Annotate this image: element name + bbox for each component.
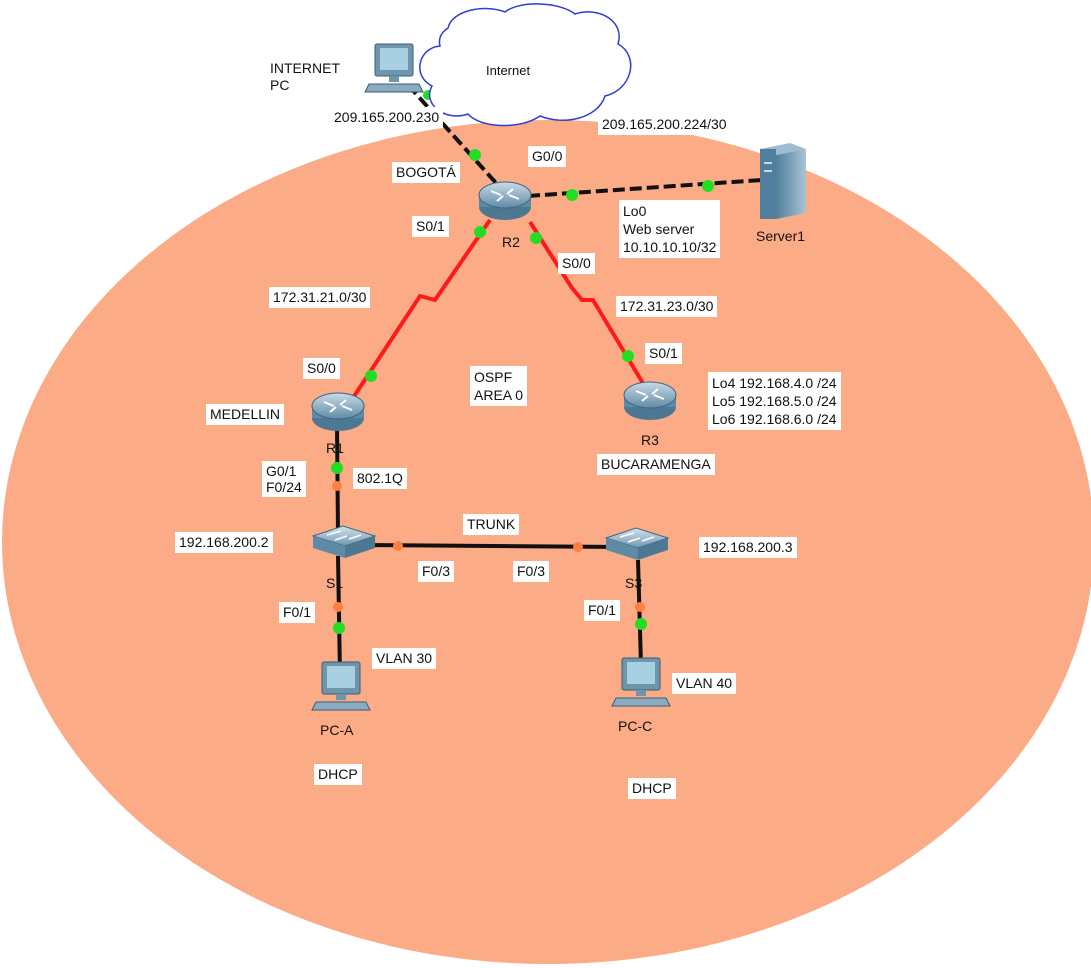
port-indicator (573, 542, 583, 552)
port-indicator (365, 370, 377, 382)
s1-f03-label: F0/3 (418, 561, 455, 582)
pc-icon (611, 657, 671, 707)
ospf-area-region (2, 120, 1091, 964)
s1-label: S1 (326, 575, 344, 591)
internet-pc-ip-label: 209.165.200.230 (330, 107, 444, 128)
port-indicator (332, 481, 342, 491)
port-indicator (622, 350, 634, 362)
s3-f01-label: F0/1 (584, 600, 621, 621)
bucaramenga-label: BUCARAMENGA (597, 454, 715, 475)
port-indicators (331, 90, 714, 634)
pc-a-label: PC-A (320, 722, 354, 738)
s3-ip-label: 192.168.200.3 (699, 537, 797, 558)
medellin-label: MEDELLIN (206, 404, 285, 425)
dot1q-label: 802.1Q (353, 468, 407, 489)
vlan40-label: VLAN 40 (672, 673, 737, 694)
router-icon (311, 392, 365, 431)
link-r2-r1-serial (343, 218, 492, 412)
ospf-area-label: OSPF AREA 0 (470, 366, 528, 406)
link-internet-pc-r2 (406, 83, 507, 195)
web-server-lo0-label: Lo0 Web server 10.10.10.10/32 (619, 200, 721, 258)
link-s1-pca (336, 555, 342, 676)
port-indicator (566, 189, 578, 201)
port-indicator (393, 541, 403, 551)
r1-r2-network-label: 172.31.21.0/30 (269, 287, 371, 308)
port-indicator (331, 462, 343, 474)
dhcp-c-label: DHCP (628, 778, 676, 799)
link-r1-s1 (335, 424, 340, 535)
dhcp-a-label: DHCP (314, 764, 362, 785)
router-icon (478, 181, 532, 220)
s3-f03-label: F0/3 (513, 561, 550, 582)
link-s3-pcc (636, 559, 643, 666)
port-indicator (530, 232, 542, 244)
s3-label: S3 (625, 575, 643, 591)
port-indicator (635, 618, 647, 630)
r2-r3-network-label: 172.31.23.0/30 (616, 296, 718, 317)
r3-s01-label: S0/1 (645, 343, 682, 364)
pc-c-label: PC-C (618, 718, 653, 734)
port-indicator (333, 622, 345, 634)
pc-icon (364, 43, 424, 93)
r3-label: R3 (641, 432, 659, 448)
r2-g00-label: G0/0 (528, 146, 567, 167)
r1-s00-label: S0/0 (303, 358, 340, 379)
router-icon (623, 381, 677, 420)
port-indicator (474, 226, 486, 238)
r1-g01-s1-f024-label: G0/1 F0/24 (262, 461, 306, 497)
vlan30-label: VLAN 30 (372, 648, 437, 669)
server-icon (760, 143, 806, 219)
switch-icon (311, 525, 377, 558)
port-indicator (469, 149, 481, 161)
r3-loopbacks-label: Lo4 192.168.4.0 /24 Lo5 192.168.5.0 /24 … (708, 372, 841, 430)
r2-label: R2 (502, 234, 520, 250)
cloud-icon (419, 3, 632, 127)
r1-label: R1 (326, 440, 344, 456)
port-indicator (333, 602, 343, 612)
port-indicator (635, 602, 645, 612)
port-indicator (702, 180, 714, 192)
server-network-label: 209.165.200.224/30 (598, 114, 731, 135)
s1-f01-label: F0/1 (279, 602, 316, 623)
s1-ip-label: 192.168.200.2 (175, 532, 273, 553)
cloud-label: Internet (486, 63, 531, 78)
switch-icon (604, 527, 670, 560)
r2-s00-label: S0/0 (558, 253, 595, 274)
r2-s01-label: S0/1 (412, 216, 449, 237)
pc-icon (311, 661, 371, 711)
internet-pc-label: INTERNET PC (266, 58, 344, 96)
server1-label: Server1 (756, 228, 806, 244)
trunk-label: TRUNK (463, 514, 520, 535)
bogota-label: BOGOTÁ (392, 162, 460, 183)
